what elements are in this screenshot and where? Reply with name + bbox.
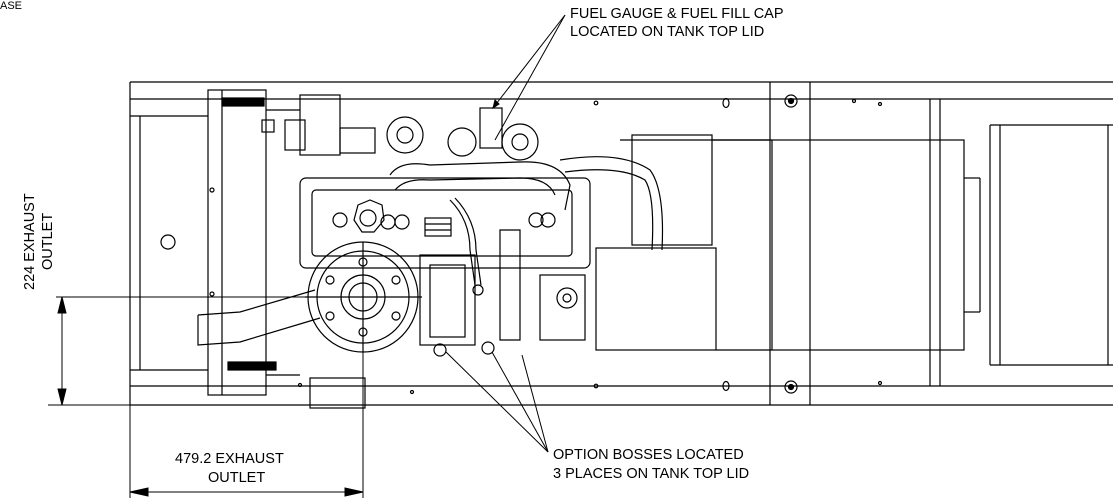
option-bosses-label-line2: 3 PLACES ON TANK TOP LID [553, 466, 750, 482]
fuel-gauge-leader [492, 14, 566, 141]
frame-holes [297, 94, 883, 395]
alternator [595, 134, 981, 351]
corner-text: ASE [0, 0, 23, 12]
option-bosses-leader [445, 351, 549, 453]
vertical-dimension-label: 224 EXHAUST OUTLET [22, 160, 62, 290]
engine-mid-components [309, 229, 586, 409]
crank-pulley [305, 241, 422, 353]
exhaust-pipe [197, 289, 321, 346]
horizontal-dimension [129, 352, 364, 498]
vertical-dimension-value: 224 EXHAUST [22, 193, 38, 290]
vertical-dimension-subtext: OUTLET [40, 212, 56, 270]
base-frame [129, 81, 1113, 406]
fuel-gauge-label-line1: FUEL GAUGE & FUEL FILL CAP [570, 6, 784, 22]
vertical-dimension [48, 296, 320, 406]
option-bosses-label-line1: OPTION BOSSES LOCATED [553, 447, 744, 463]
horizontal-dimension-subtext: OUTLET [208, 470, 266, 486]
engine-block [284, 94, 770, 286]
horizontal-dimension-value: 479.2 EXHAUST [175, 451, 284, 467]
fuel-gauge-label-line2: LOCATED ON TANK TOP LID [570, 24, 765, 40]
radiator [207, 89, 300, 396]
